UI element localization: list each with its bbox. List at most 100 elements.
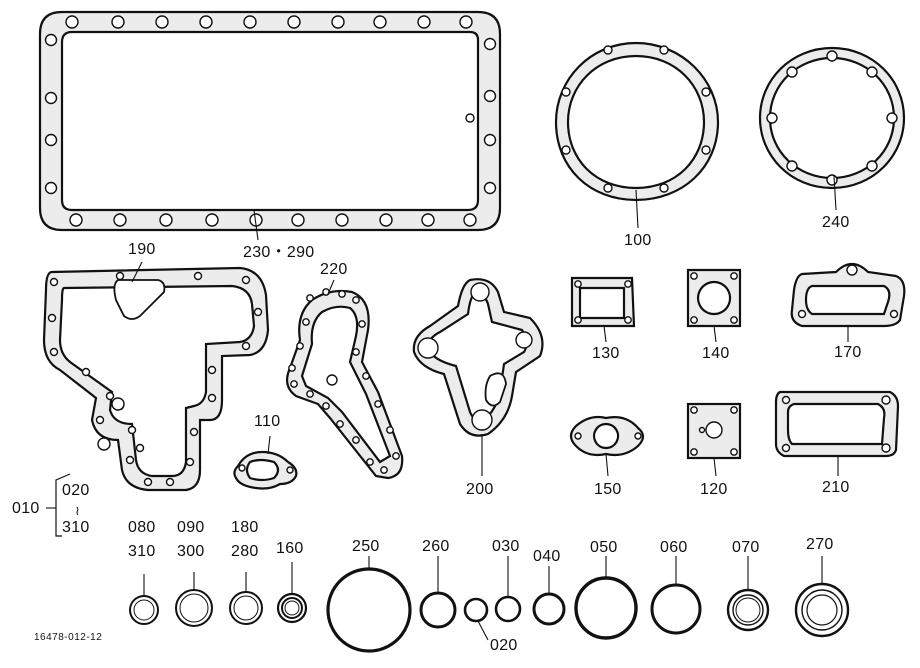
bolt-hole	[207, 365, 217, 375]
bolt-hole	[380, 466, 388, 474]
rings-row	[129, 556, 850, 653]
bolt-hole	[386, 426, 394, 434]
oval-gasket-150	[569, 415, 645, 457]
label-210: 210	[822, 479, 850, 496]
ring-080-310	[129, 574, 159, 625]
label-set-tilde: ≀	[75, 503, 81, 518]
bolt-hole	[253, 307, 263, 317]
square-gasket-120	[686, 402, 742, 460]
bolt-hole	[338, 290, 346, 298]
round-gasket-240	[758, 46, 906, 190]
bolt-hole	[786, 66, 798, 78]
bolt-hole	[189, 427, 199, 437]
bolt-hole	[352, 296, 360, 304]
label-ring-180: 180	[231, 519, 259, 536]
thermostat-gasket-110	[233, 450, 298, 490]
bolt-hole	[306, 294, 314, 302]
bolt-hole	[306, 390, 314, 398]
label-ring-300: 300	[177, 543, 205, 560]
bolt-hole	[373, 15, 387, 29]
oring-250	[326, 556, 412, 653]
bolt-hole	[111, 15, 125, 29]
bolt-hole	[287, 15, 301, 29]
label-120: 120	[700, 481, 728, 498]
bolt-hole	[701, 145, 711, 155]
bolt-hole	[290, 380, 298, 388]
label-190: 190	[128, 241, 156, 258]
bolt-hole	[352, 348, 360, 356]
bolt-hole	[766, 112, 778, 124]
bolt-hole	[47, 313, 57, 323]
bolt-hole	[49, 347, 59, 357]
label-ring-090: 090	[177, 519, 205, 536]
label-set-start: 020	[62, 482, 90, 499]
bolt-hole	[701, 87, 711, 97]
label-ring-060: 060	[660, 539, 688, 556]
bolt-hole	[97, 437, 111, 451]
bolt-hole	[241, 275, 251, 285]
bolt-hole	[786, 160, 798, 172]
square-gasket-130	[570, 276, 636, 328]
bolt-hole	[335, 213, 349, 227]
bolt-hole	[44, 133, 58, 147]
bolt-hole	[193, 271, 203, 281]
label-ring-280: 280	[231, 543, 259, 560]
bolt-hole	[866, 66, 878, 78]
bolt-hole	[561, 145, 571, 155]
label-ring-310: 310	[128, 543, 156, 560]
ring-090-300	[175, 572, 213, 627]
bolt-hole	[603, 45, 613, 55]
bolt-hole	[205, 213, 219, 227]
seal-070	[726, 556, 770, 632]
bolt-hole	[155, 15, 169, 29]
label-ring-260: 260	[422, 538, 450, 555]
bolt-hole	[207, 393, 217, 403]
bolt-hole	[159, 213, 173, 227]
label-set-010: 010	[12, 500, 40, 517]
bolt-hole	[288, 364, 296, 372]
cover-gasket-210	[774, 390, 900, 458]
bolt-hole	[113, 213, 127, 227]
bolt-hole	[95, 415, 105, 425]
label-ring-030: 030	[492, 538, 520, 555]
bolt-hole	[352, 436, 360, 444]
bolt-hole	[44, 181, 58, 195]
bolt-hole	[483, 133, 497, 147]
square-gasket-140	[686, 268, 742, 328]
bolt-hole	[465, 113, 475, 123]
seal-270	[794, 556, 850, 638]
oring-040	[532, 566, 566, 626]
bolt-hole	[199, 15, 213, 29]
bolt-hole	[296, 342, 304, 350]
label-230-290: 230・290	[243, 244, 315, 261]
bolt-hole	[243, 15, 257, 29]
bolt-hole	[105, 391, 115, 401]
bolt-hole	[336, 420, 344, 428]
label-ring-080: 080	[128, 519, 156, 536]
bolt-hole	[127, 425, 137, 435]
set-bracket-010	[46, 473, 71, 537]
bolt-hole	[322, 402, 330, 410]
label-200: 200	[466, 481, 494, 498]
oring-060	[650, 556, 702, 635]
label-ring-040: 040	[533, 548, 561, 565]
bolt-hole	[886, 112, 898, 124]
bolt-hole	[44, 33, 58, 47]
seal-160	[276, 562, 308, 624]
label-ring-020: 020	[490, 637, 518, 654]
bolt-hole	[366, 458, 374, 466]
bolt-hole	[561, 87, 571, 97]
ring-180-280	[229, 572, 263, 625]
label-ring-250: 250	[352, 538, 380, 555]
bolt-hole	[463, 213, 477, 227]
bolt-hole	[483, 89, 497, 103]
label-ring-160: 160	[276, 540, 304, 557]
cover-gasket-170	[790, 262, 906, 328]
bolt-hole	[49, 277, 59, 287]
bolt-hole	[483, 181, 497, 195]
bolt-hole	[483, 37, 497, 51]
bolt-hole	[362, 372, 370, 380]
bolt-hole	[115, 271, 125, 281]
